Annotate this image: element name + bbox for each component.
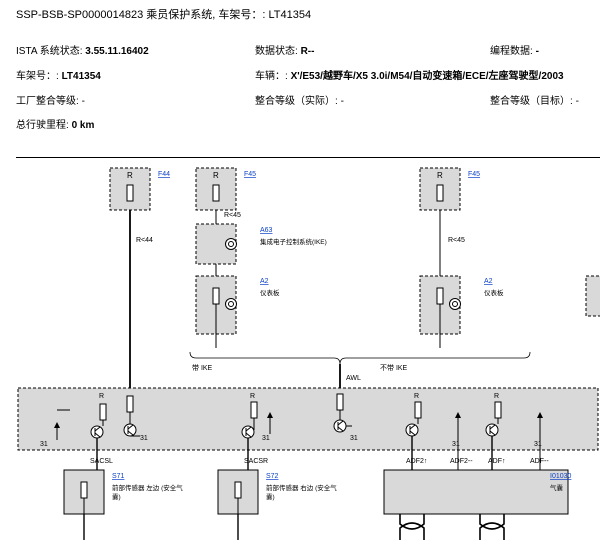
actual-level: 整合等级（实际）: - [255,92,344,107]
channel-sacsl: R 31 31 SACSL [40,393,148,470]
module-a63: A63 集成电子控制系统(IKE) [195,223,327,265]
ground-31: 31 [452,441,460,448]
document-header: SSP-BSB-SP0000014823 乘员保护系统, 车架号：: LT413… [0,0,600,160]
adf2-b-label: ADF2-- [450,458,473,465]
twisted-pair-wires [399,514,505,540]
s72-desc-2: 囊) [266,492,275,501]
partial-module [585,275,600,317]
ista-value: 3.55.11.16402 [85,46,149,57]
s72-link[interactable]: S72 [266,473,279,480]
r-label: R [494,393,499,400]
a2-b-desc: 仪表板 [484,288,504,297]
data-status-value: R-- [300,46,315,57]
data-status-label: 数据状态: [255,46,298,57]
with-ike-label: 带 IKE [192,364,213,372]
sacsr-label: SACSR [244,458,268,465]
channel-adf: R 31 R 31 ADF2↑ ADF2-- ADF↑ ADF-- [405,393,549,470]
fuse-f45-a-link[interactable]: F45 [244,171,256,178]
without-ike-label: 不带 IKE [380,364,408,372]
channel-awl: 31 [333,393,358,442]
target-level: 整合等级（目标）: - [490,92,579,107]
a2-b-link[interactable]: A2 [484,278,493,285]
actual-level-value: - [340,96,344,107]
ground-31: 31 [534,441,542,448]
s72-desc-1: 前部传感器 右边 (安全气 [266,483,337,492]
ground-31: 31 [140,435,148,442]
mileage: 总行驶里程: 0 km [16,116,94,131]
sacsl-label: SACSL [90,458,113,465]
vehicle: 车辆：: X'/E53/越野车/X5 3.0i/M54/自动变速箱/ECE/左座… [255,67,564,82]
awl-label: AWL [346,375,361,382]
vin-value: LT41354 [61,71,101,82]
wire-r44-label: R<44 [136,237,153,244]
document-title: SSP-BSB-SP0000014823 乘员保护系统, 车架号：: LT413… [16,9,312,21]
programming-label: 编程数据: [490,46,533,57]
vehicle-label: 车辆：: [255,71,288,82]
r-label: R [250,393,255,400]
fuse-f44-link[interactable]: F44 [158,171,170,178]
a63-link[interactable]: A63 [260,227,273,234]
ground-31: 31 [262,435,270,442]
s71-desc-1: 前部传感器 左边 (安全气 [112,483,183,492]
vin: 车架号：: LT41354 [16,67,101,82]
a2-a-link[interactable]: A2 [260,278,269,285]
component-s72: S72 前部传感器 右边 (安全气 囊) [217,469,337,515]
ground-31: 31 [40,441,48,448]
header-divider [16,157,600,158]
factory-level-value: - [81,96,85,107]
fuse-f45-b-link[interactable]: F45 [468,171,480,178]
programming-value: - [535,46,539,57]
ground-31: 31 [350,435,358,442]
a63-desc: 集成电子控制系统(IKE) [260,237,327,246]
component-i01030: I01030 气囊 [383,469,572,515]
vehicle-value: X'/E53/越野车/X5 3.0i/M54/自动变速箱/ECE/左座驾驶型/2… [290,71,564,82]
factory-level: 工厂整合等级: - [16,92,85,107]
programming-data: 编程数据: - [490,42,539,57]
component-s71: S71 前部传感器 左边 (安全气 囊) [63,469,183,515]
i01030-desc: 气囊 [550,483,564,492]
module-a2-b: A2 仪表板 [419,275,504,335]
wire-r45-b-label: R<45 [448,237,465,244]
fuse-box-f45-a: R F45 [195,167,256,211]
factory-level-label: 工厂整合等级: [16,96,79,107]
actual-level-label: 整合等级（实际）: [255,96,338,107]
mileage-value: 0 km [71,120,95,131]
channel-sacsr: R 31 SACSR [241,393,274,470]
fuse-r-label: R [213,171,219,180]
i01030-link[interactable]: I01030 [550,473,572,480]
vin-label: 车架号：: [16,71,59,82]
adf2-a-label: ADF2↑ [406,458,427,465]
fuse-box-f44: R F44 [109,167,170,211]
target-level-value: - [575,96,579,107]
r-label: R [99,393,104,400]
fuse-r-label: R [437,171,443,180]
fuse-r-label: R [127,171,133,180]
a2-a-desc: 仪表板 [260,288,280,297]
module-a2-a: A2 仪表板 [195,275,280,335]
variant-brace: 带 IKE 不带 IKE [189,351,531,372]
adf1-label: ADF↑ [488,458,506,465]
s71-link[interactable]: S71 [112,473,125,480]
wire-r45-a-label: R<45 [224,212,241,219]
mileage-label: 总行驶里程: [16,120,69,131]
fuse-box-f45-b: R F45 [419,167,480,211]
s71-desc-2: 囊) [112,492,121,501]
data-status: 数据状态: R-- [255,42,314,57]
target-level-label: 整合等级（目标）: [490,96,573,107]
ista-status: ISTA 系统状态: 3.55.11.16402 [16,42,149,57]
r-label: R [414,393,419,400]
ista-label: ISTA 系统状态: [16,46,83,57]
airbag-control-unit [17,387,599,451]
wiring-diagram: R F44 R<44 R F45 R<45 A63 集成电子控制系统(IKE) … [17,167,600,540]
